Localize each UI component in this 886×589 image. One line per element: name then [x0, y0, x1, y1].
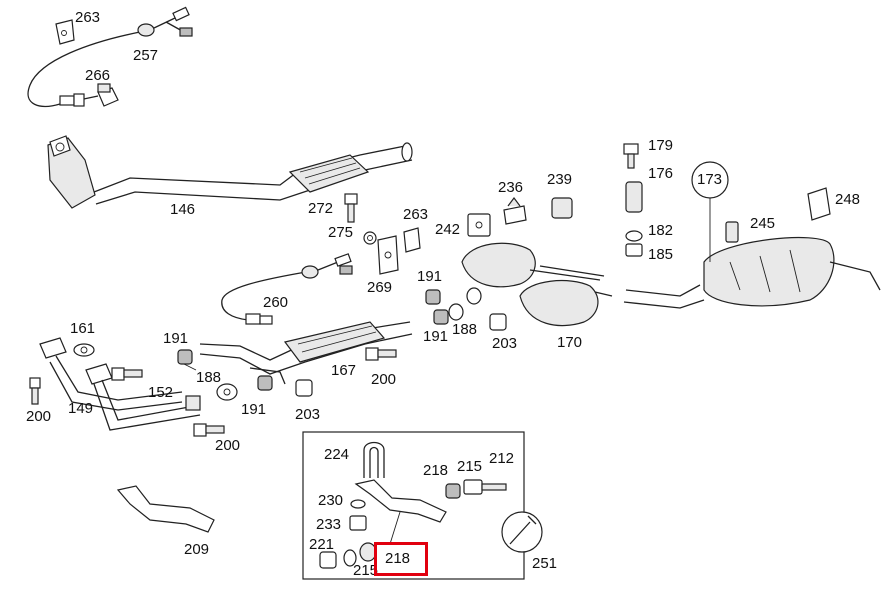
oxygen-sensor-cable-lower [221, 253, 353, 325]
part-label-188-a[interactable]: 188 [452, 321, 478, 338]
part-label-275[interactable]: 275 [328, 224, 354, 241]
part-label-191-b[interactable]: 191 [423, 328, 449, 345]
part-label-188-b[interactable]: 188 [196, 369, 222, 386]
bracket-269 [377, 235, 399, 275]
nut-185 [625, 243, 643, 257]
bolt-179 [623, 143, 639, 169]
bushing-215-upper [445, 483, 461, 499]
nut-191-center-low [257, 375, 273, 391]
part-label-179[interactable]: 179 [648, 137, 674, 154]
part-label-191-a[interactable]: 191 [417, 268, 443, 285]
part-label-173[interactable]: 173 [697, 171, 723, 188]
part-label-200-c[interactable]: 200 [215, 437, 241, 454]
bolt-272 [344, 193, 358, 223]
part-label-191-c[interactable]: 191 [163, 330, 189, 347]
part-label-200-a[interactable]: 200 [371, 371, 397, 388]
hardware-inset-box [302, 431, 525, 580]
part-label-245[interactable]: 245 [750, 215, 776, 232]
washer-230 [350, 499, 366, 509]
rear-silencer [623, 236, 881, 309]
bolt-152-upper [111, 367, 143, 381]
part-label-167[interactable]: 167 [331, 362, 357, 379]
front-pipe-152 [85, 363, 201, 431]
washer-215-lower [343, 549, 357, 567]
nut-221 [319, 551, 337, 569]
part-label-182[interactable]: 182 [648, 222, 674, 239]
part-label-218-highlighted[interactable]: 218 [385, 550, 411, 567]
part-label-221[interactable]: 221 [309, 536, 335, 553]
oxygen-sensor-cable-upper [27, 6, 193, 108]
front-catalytic-converter-pipe [47, 135, 413, 209]
part-label-203-b[interactable]: 203 [295, 406, 321, 423]
bolt-200-left [29, 377, 41, 405]
washer-275 [363, 231, 377, 245]
part-label-269[interactable]: 269 [367, 279, 393, 296]
clip-263-lower [403, 227, 421, 253]
part-label-236[interactable]: 236 [498, 179, 524, 196]
nut-203-center [295, 379, 313, 397]
part-label-239[interactable]: 239 [547, 171, 573, 188]
callout-173 [691, 161, 729, 262]
part-label-200-b[interactable]: 200 [26, 408, 52, 425]
part-label-146[interactable]: 146 [170, 201, 196, 218]
part-label-224[interactable]: 224 [324, 446, 350, 463]
part-label-215-upper[interactable]: 215 [457, 458, 483, 475]
mount-239 [551, 197, 573, 219]
bracket-248 [807, 187, 831, 221]
spacer-176 [625, 181, 643, 213]
part-label-176[interactable]: 176 [648, 165, 674, 182]
part-label-170[interactable]: 170 [557, 334, 583, 351]
part-label-230[interactable]: 230 [318, 492, 344, 509]
clip-263-upper [55, 19, 75, 45]
part-label-242[interactable]: 242 [435, 221, 461, 238]
bracket-209 [116, 485, 215, 533]
part-label-191-d[interactable]: 191 [241, 401, 267, 418]
bolt-200-center [365, 347, 397, 361]
mount-242 [467, 213, 491, 237]
washer-182 [625, 230, 643, 242]
part-label-260[interactable]: 260 [263, 294, 289, 311]
part-label-266[interactable]: 266 [85, 67, 111, 84]
part-label-185[interactable]: 185 [648, 246, 674, 263]
bracket-266 [97, 83, 119, 107]
mount-236 [503, 197, 527, 225]
part-label-251[interactable]: 251 [532, 555, 558, 572]
clamp-set-mid [425, 287, 507, 331]
part-label-203-a[interactable]: 203 [492, 335, 518, 352]
part-label-215-lower[interactable]: 215 [353, 562, 379, 579]
part-label-152[interactable]: 152 [148, 384, 174, 401]
part-label-149[interactable]: 149 [68, 400, 94, 417]
u-bolt-224 [363, 441, 385, 478]
gasket-161 [73, 343, 95, 357]
part-label-263-upper[interactable]: 263 [75, 9, 101, 26]
part-label-263-lower[interactable]: 263 [403, 206, 429, 223]
leader-lines [183, 363, 401, 545]
part-label-161[interactable]: 161 [70, 320, 96, 337]
center-catalytic-converter [199, 321, 413, 385]
hanger-bracket-218 [354, 479, 447, 523]
part-label-257[interactable]: 257 [133, 47, 159, 64]
gasket-188-center [216, 383, 238, 401]
part-label-272[interactable]: 272 [308, 200, 334, 217]
part-label-218-upper[interactable]: 218 [423, 462, 449, 479]
nut-191-center [177, 349, 193, 365]
mount-245 [725, 221, 739, 243]
bolt-200-lower [193, 423, 225, 437]
part-label-248[interactable]: 248 [835, 191, 861, 208]
nut-233 [349, 515, 367, 531]
bolt-212 [463, 479, 507, 495]
part-label-209[interactable]: 209 [184, 541, 210, 558]
part-label-233[interactable]: 233 [316, 516, 342, 533]
highlighted-part-box[interactable] [374, 542, 428, 576]
wrench-icon [501, 511, 543, 553]
intermediate-silencer [461, 242, 613, 327]
part-label-212[interactable]: 212 [489, 450, 515, 467]
